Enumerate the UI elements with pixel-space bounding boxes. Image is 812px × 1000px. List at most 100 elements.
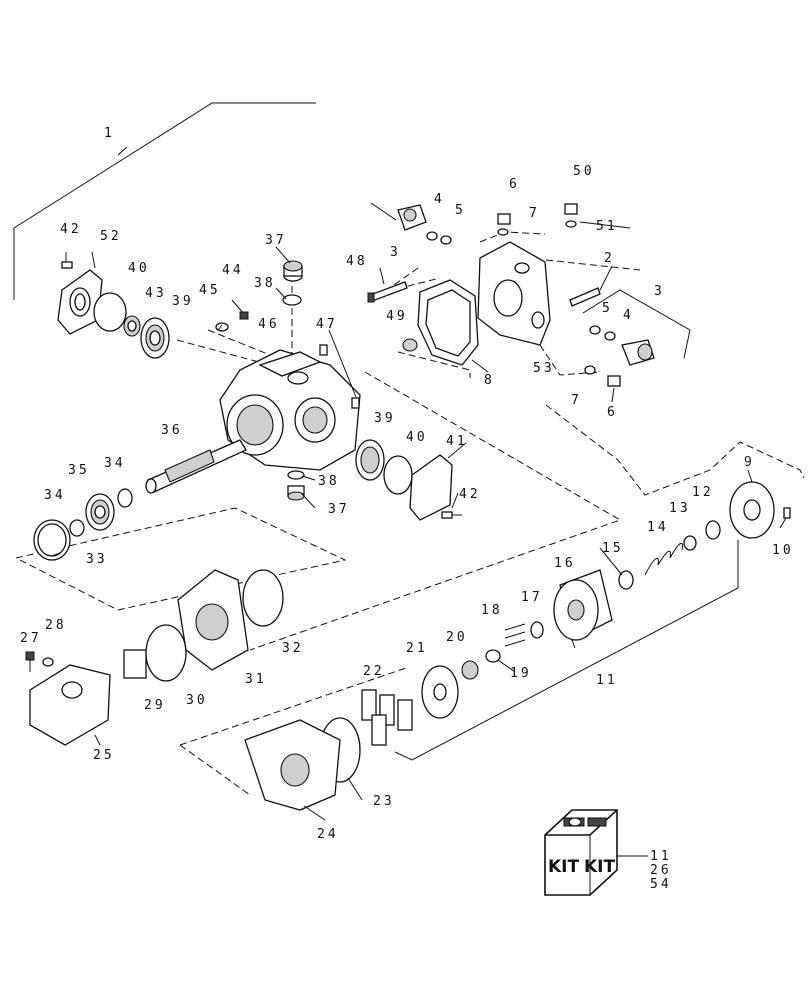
part-washer-13: [683, 535, 697, 551]
callout-40-left: 40: [128, 261, 150, 276]
callout-39-right: 39: [374, 411, 396, 426]
part-bolt-44: [231, 299, 249, 320]
callout-40-right: 40: [406, 430, 428, 445]
part-oring-40-right: [383, 455, 413, 495]
part-plug-37-top: [283, 260, 303, 282]
part-spring-14: [644, 542, 683, 576]
callout-5-right: 5: [602, 301, 613, 316]
callout-49: 49: [386, 309, 408, 324]
callout-22: 22: [363, 664, 385, 679]
callout-39-left: 39: [172, 294, 194, 309]
callout-37-bottom: 37: [328, 502, 350, 517]
callout-leaders: [51, 146, 787, 857]
part-valve-3-right: [621, 339, 655, 366]
callout-44: 44: [222, 263, 244, 278]
callout-7-bottom: 7: [571, 393, 582, 408]
callout-12: 12: [692, 485, 714, 500]
group-bracket-1: [13, 102, 316, 300]
callout-31: 31: [245, 672, 267, 687]
kit-label-right: KIT: [584, 857, 615, 877]
part-pump-25: [29, 664, 111, 746]
callout-6-bottom: 6: [607, 405, 618, 420]
kit-label-left: KIT: [548, 857, 579, 877]
part-valve-3-left: [397, 204, 427, 231]
part-bushing-29: [123, 649, 147, 679]
part-oring-30: [145, 624, 187, 682]
part-pins-18: [504, 623, 526, 647]
callout-37-top: 37: [265, 233, 287, 248]
part-bolt-42-right: [441, 511, 462, 519]
callout-32: 32: [282, 641, 304, 656]
part-plug-50: [564, 203, 578, 215]
part-washer-28: [42, 657, 54, 667]
kit-item-2: 26: [650, 863, 672, 878]
part-pin-10: [783, 507, 791, 519]
callout-47: 47: [316, 317, 338, 332]
callout-13: 13: [669, 501, 691, 516]
part-snapring-33: [33, 519, 71, 561]
callout-9: 9: [744, 455, 755, 470]
callout-5-left: 5: [455, 203, 466, 218]
part-ring-12: [705, 520, 721, 540]
callout-36: 36: [161, 423, 183, 438]
callout-43: 43: [145, 286, 167, 301]
part-oring-38-top: [282, 294, 302, 306]
callout-34-left: 34: [44, 488, 66, 503]
part-bearing-35: [85, 493, 115, 531]
callout-18: 18: [481, 603, 503, 618]
callout-2: 2: [604, 251, 615, 266]
part-bearing-39-left: [140, 317, 170, 359]
callout-38-top: 38: [254, 276, 276, 291]
callout-15: 15: [602, 541, 624, 556]
part-plug-49: [402, 338, 418, 352]
part-retainer-21: [421, 665, 459, 719]
part-plug-37-bottom: [287, 485, 305, 501]
part-bolt-42-left: [61, 252, 73, 269]
callout-33: 33: [86, 552, 108, 567]
part-bolt-27: [25, 651, 35, 672]
callout-52: 52: [100, 229, 122, 244]
part-ring-17: [530, 621, 544, 639]
callout-14: 14: [647, 520, 669, 535]
callout-30: 30: [186, 693, 208, 708]
group-bracket-3-left: [370, 202, 397, 221]
group-bracket-11: [394, 540, 739, 761]
callout-19: 19: [510, 666, 532, 681]
callout-6-top: 6: [509, 177, 520, 192]
part-ring-15: [618, 570, 634, 590]
callout-34-right: 34: [104, 456, 126, 471]
callout-38-bottom: 38: [318, 474, 340, 489]
callout-42-left: 42: [60, 222, 82, 237]
part-orings-small: [426, 220, 616, 375]
callout-50: 50: [573, 164, 595, 179]
part-bolt-48: [367, 281, 408, 303]
callout-3-right: 3: [654, 284, 665, 299]
kit-item-1: 11: [650, 849, 672, 864]
callout-11: 11: [596, 673, 618, 688]
part-cover-plate-52: [57, 269, 103, 335]
callout-1: 1: [104, 126, 115, 141]
part-gasket-8: [417, 279, 479, 366]
part-plate-9: [729, 481, 775, 539]
callout-10: 10: [772, 543, 794, 558]
part-housing-46: [219, 349, 361, 471]
callout-7-top: 7: [529, 206, 540, 221]
part-seal-43: [123, 315, 141, 337]
callout-48: 48: [346, 254, 368, 269]
part-ball-20: [461, 660, 479, 680]
callout-46: 46: [258, 317, 280, 332]
callout-45: 45: [199, 283, 221, 298]
part-bolt-2: [569, 287, 601, 307]
part-ring-34-a: [117, 488, 133, 508]
callout-27: 27: [20, 631, 42, 646]
callout-21: 21: [406, 641, 428, 656]
part-cylinder-block-16: [553, 569, 613, 641]
kit-box: [544, 809, 618, 896]
callout-3-left: 3: [390, 245, 401, 260]
part-oring-32: [242, 569, 284, 627]
callout-41: 41: [446, 434, 468, 449]
callout-4-left: 4: [434, 192, 445, 207]
callout-51: 51: [596, 219, 618, 234]
